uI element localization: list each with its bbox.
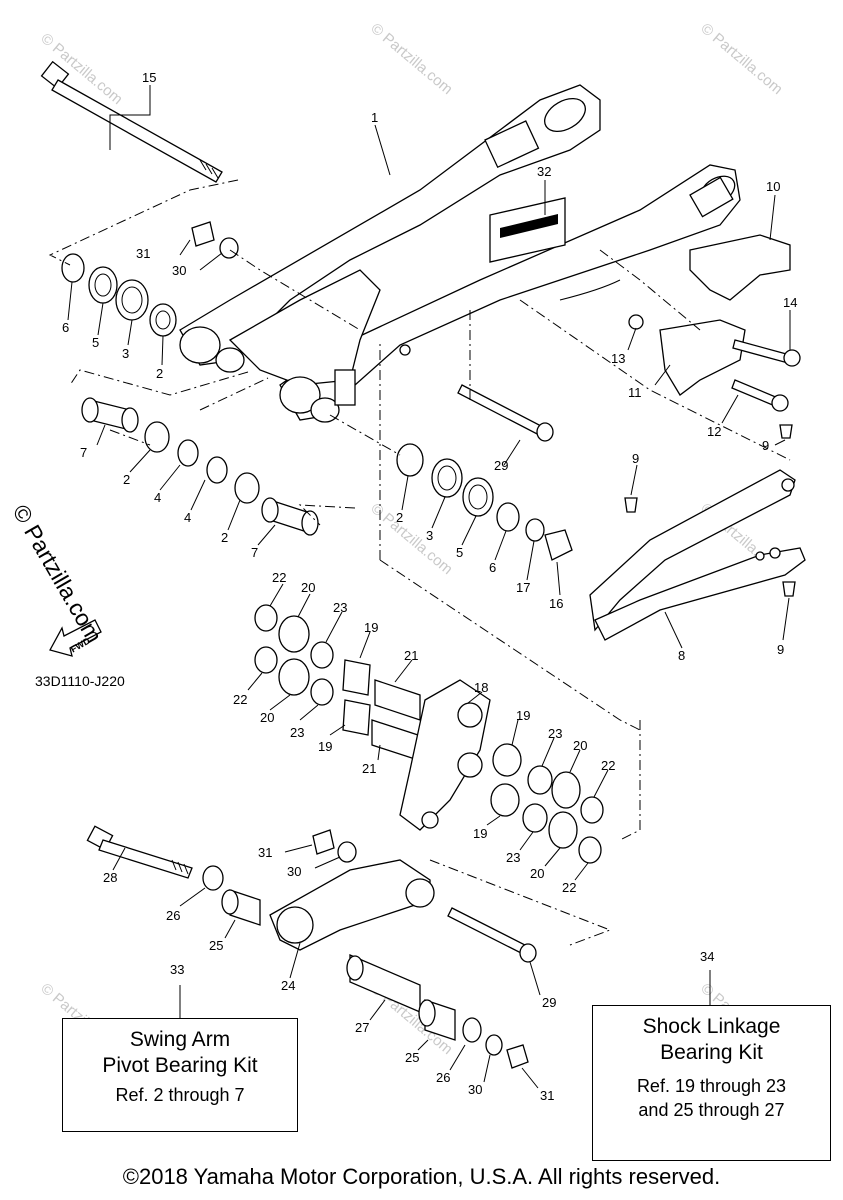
callout-30: 30 (468, 1082, 482, 1097)
callout-17: 17 (516, 580, 530, 595)
callout-32: 32 (537, 164, 551, 179)
kit-number-34: 34 (700, 949, 715, 964)
callout-24: 24 (281, 978, 295, 993)
callout-numbers: 15 1 32 10 14 13 11 12 9 9 9 8 31 30 6 5… (62, 70, 797, 1103)
callout-16: 16 (549, 596, 563, 611)
callout-9: 9 (777, 642, 784, 657)
watermark: © Partzilla.com (697, 20, 785, 98)
callout-2: 2 (221, 530, 228, 545)
callout-2: 2 (396, 510, 403, 525)
watermark: © Partzilla.com (367, 500, 455, 578)
callout-22: 22 (272, 570, 286, 585)
callout-3: 3 (426, 528, 433, 543)
callout-29: 29 (494, 458, 508, 473)
reference-code: 33D1110-J220 (35, 673, 125, 689)
callout-30: 30 (172, 263, 186, 278)
shock-linkage-kit-box: Shock Linkage Bearing Kit Ref. 19 throug… (592, 1005, 831, 1161)
callout-20: 20 (573, 738, 587, 753)
callout-23: 23 (548, 726, 562, 741)
callout-6: 6 (62, 320, 69, 335)
callout-28: 28 (103, 870, 117, 885)
callout-18: 18 (474, 680, 488, 695)
callout-25: 25 (209, 938, 223, 953)
chain-slider (589, 424, 806, 641)
callout-2: 2 (123, 472, 130, 487)
kit-title-line1: Shock Linkage (642, 1015, 781, 1038)
callout-31: 31 (540, 1088, 554, 1103)
callout-5: 5 (92, 335, 99, 350)
pivot-bearing-stack-lower (81, 397, 319, 536)
kit-ref-line1: Ref. 2 through 7 (115, 1085, 245, 1105)
callout-3: 3 (122, 346, 129, 361)
callout-12: 12 (707, 424, 721, 439)
callout-13: 13 (611, 351, 625, 366)
callout-9: 9 (762, 438, 769, 453)
callout-25: 25 (405, 1050, 419, 1065)
kit-ref-line2: and 25 through 27 (638, 1100, 785, 1120)
callout-2: 2 (156, 366, 163, 381)
callout-7: 7 (251, 545, 258, 560)
pivot-shaft (40, 60, 223, 183)
watermark: © Partzilla.com (367, 20, 455, 98)
kit-title-line2: Pivot Bearing Kit (102, 1054, 258, 1077)
callout-22: 22 (562, 880, 576, 895)
swing-arm (179, 84, 741, 423)
kit-number-33: 33 (170, 962, 185, 977)
leader-lines (67, 85, 791, 1089)
chain-puller (628, 234, 801, 412)
pivot-bearing-stack-right (396, 384, 573, 561)
label-decal (489, 197, 566, 263)
callout-19: 19 (516, 708, 530, 723)
callout-1: 1 (371, 110, 378, 125)
callout-8: 8 (678, 648, 685, 663)
callout-11: 11 (628, 385, 642, 400)
callout-23: 23 (506, 850, 520, 865)
callout-31: 31 (258, 845, 272, 860)
callout-15: 15 (142, 70, 156, 85)
callout-21: 21 (404, 648, 418, 663)
callout-20: 20 (260, 710, 274, 725)
callout-23: 23 (333, 600, 347, 615)
fwd-arrow-icon (49, 619, 102, 657)
callout-4: 4 (154, 490, 161, 505)
callout-30: 30 (287, 864, 301, 879)
kit-title-line1: Swing Arm (129, 1028, 231, 1051)
connecting-rod-assembly (86, 825, 537, 1069)
callout-26: 26 (436, 1070, 450, 1085)
callout-6: 6 (489, 560, 496, 575)
callout-23: 23 (290, 725, 304, 740)
callout-14: 14 (783, 295, 797, 310)
callout-22: 22 (601, 758, 615, 773)
relay-arm-assembly (254, 604, 604, 864)
pivot-bearing-stack-upper (61, 221, 239, 337)
callout-4: 4 (184, 510, 191, 525)
swing-arm-kit-box: Swing Arm Pivot Bearing Kit Ref. 2 throu… (62, 1018, 298, 1132)
callout-5: 5 (456, 545, 463, 560)
kit-title-line2: Bearing Kit (660, 1041, 763, 1064)
callout-22: 22 (233, 692, 247, 707)
callout-21: 21 (362, 761, 376, 776)
copyright-notice: ©2018 Yamaha Motor Corporation, U.S.A. A… (122, 1164, 721, 1189)
callout-19: 19 (318, 739, 332, 754)
callout-27: 27 (355, 1020, 369, 1035)
callout-10: 10 (766, 179, 780, 194)
callout-26: 26 (166, 908, 180, 923)
callout-20: 20 (530, 866, 544, 881)
callout-9: 9 (632, 451, 639, 466)
callout-31: 31 (136, 246, 150, 261)
callout-19: 19 (364, 620, 378, 635)
kit-ref-line1: Ref. 19 through 23 (636, 1076, 787, 1096)
callout-20: 20 (301, 580, 315, 595)
callout-19: 19 (473, 826, 487, 841)
callout-29: 29 (542, 995, 556, 1010)
assembly-lines (48, 179, 791, 946)
callout-7: 7 (80, 445, 87, 460)
